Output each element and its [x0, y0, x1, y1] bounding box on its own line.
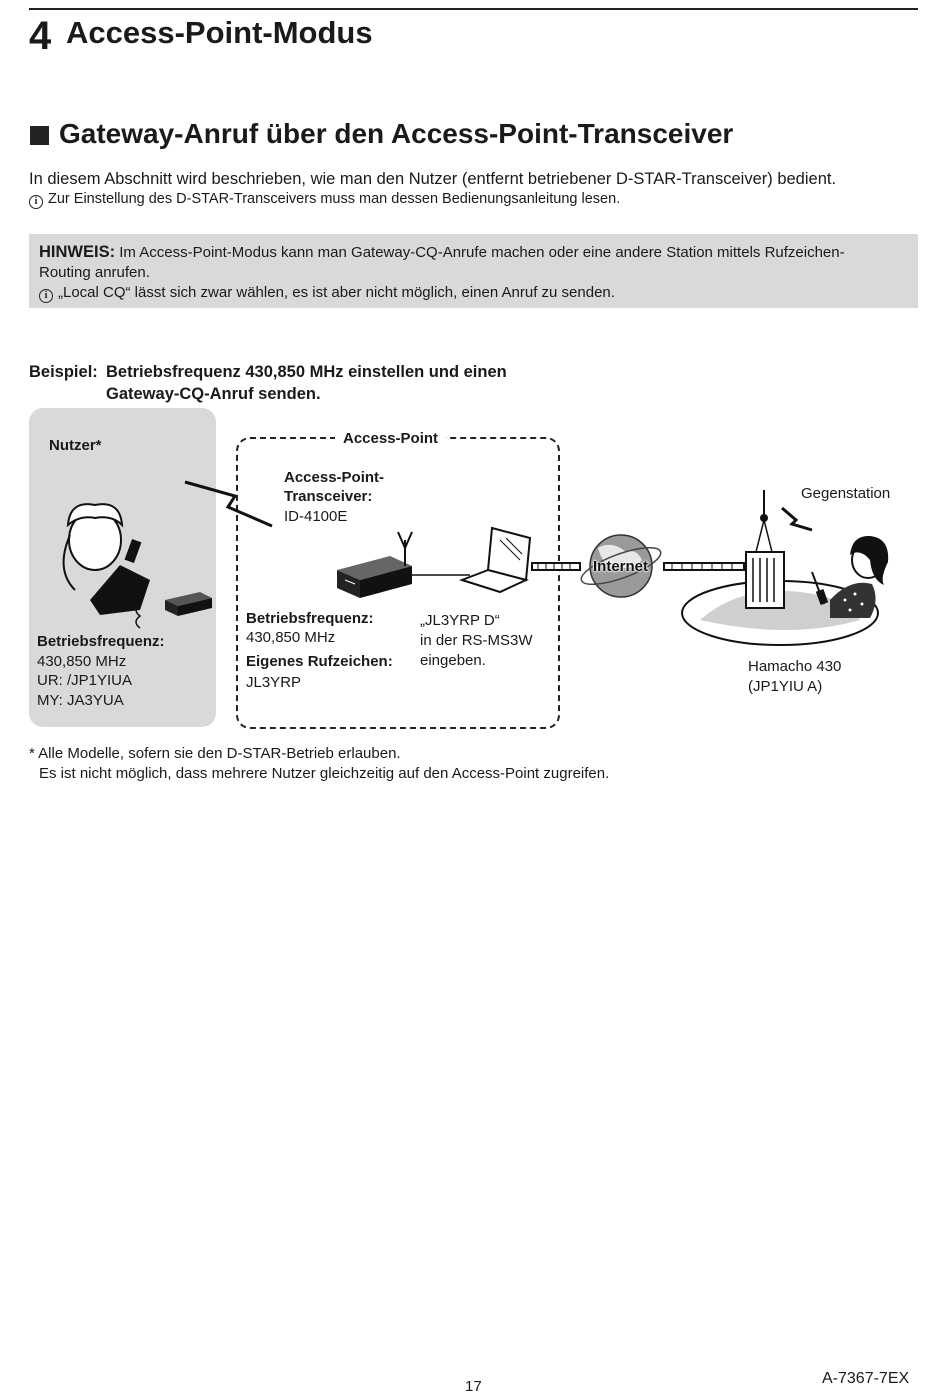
note-text-1: Im Access-Point-Modus kann man Gateway-C… [119, 244, 845, 261]
user-freq: 430,850 MHz [37, 653, 127, 670]
repeater-name: Hamacho 430 [748, 658, 842, 675]
ap-trx-label-1: Access-Point- [284, 469, 385, 486]
document-code: A-7367-7EX [822, 1370, 910, 1387]
example-label: Beispiel: [29, 363, 98, 381]
antenna-icon [397, 531, 413, 566]
ap-trx-model: ID-4100E [284, 508, 348, 525]
user-freq-label: Betriebsfrequenz: [37, 633, 165, 650]
section-title: Gateway-Anruf über den Access-Point-Tran… [59, 118, 734, 149]
ap-trx-label-2: Transceiver: [284, 488, 373, 505]
network-link-right [663, 562, 745, 571]
example-text-2: Gateway-CQ-Anruf senden. [106, 385, 321, 403]
user-title: Nutzer* [49, 437, 102, 454]
radio-wave-icon [184, 480, 273, 528]
ap-transceiver-icon [337, 556, 412, 598]
network-link-left [531, 562, 581, 571]
chapter-rule [29, 8, 918, 10]
note-line-3: i „Local CQ“ lässt sich zwar wählen, es i… [39, 284, 615, 303]
remote-wave-icon [781, 506, 813, 532]
pc-instruction-3: eingeben. [420, 652, 486, 669]
internet-label: Internet [593, 558, 649, 575]
info-line: i Zur Einstellung des D-STAR-Transceivers… [29, 191, 620, 209]
laptop-icon [458, 526, 532, 594]
remote-person-icon [811, 535, 889, 618]
chapter-title: Access-Point-Modus [66, 15, 373, 50]
footnote-line-2: Es ist nicht möglich, dass mehrere Nutze… [39, 765, 610, 782]
ap-call-label: Eigenes Rufzeichen: [246, 653, 393, 670]
info-icon: i [29, 195, 43, 209]
remote-title: Gegenstation [801, 485, 891, 502]
info-text: Zur Einstellung des D-STAR-Transceivers … [48, 191, 621, 207]
info-icon: i [39, 289, 53, 303]
user-ur: UR: /JP1YIUA [37, 672, 133, 689]
pc-instruction-1: „JL3YRP D“ [420, 612, 500, 629]
ap-freq-label: Betriebsfrequenz: [246, 610, 374, 627]
footnote-line-1: * Alle Modelle, sofern sie den D-STAR-Be… [29, 745, 401, 762]
note-box [29, 234, 918, 308]
page-number: 17 [465, 1378, 482, 1395]
note-line-1: HINWEIS: Im Access-Point-Modus kann man … [39, 243, 845, 262]
pc-instruction-2: in der RS-MS3W [420, 632, 533, 649]
chapter-number: 4 [29, 14, 52, 58]
note-label: HINWEIS: [39, 243, 116, 261]
note-line-2: Routing anrufen. [39, 264, 150, 281]
ap-call: JL3YRP [246, 674, 302, 691]
access-point-title: Access-Point [335, 430, 447, 447]
globe-icon [580, 534, 662, 598]
repeater-call: (JP1YIU A) [748, 678, 823, 695]
user-person-icon [62, 503, 150, 629]
note-text-3: „Local CQ“ lässt sich zwar wählen, es is… [58, 284, 615, 301]
section-square-icon [30, 126, 49, 145]
ap-freq: 430,850 MHz [246, 629, 336, 646]
user-my: MY: JA3YUA [37, 692, 124, 709]
repeater-building-icon [745, 490, 785, 609]
user-transceiver-icon [165, 592, 212, 616]
intro-text: In diesem Abschnitt wird beschrieben, wi… [29, 170, 837, 188]
example-text-1: Betriebsfrequenz 430,850 MHz einstellen … [106, 363, 507, 381]
